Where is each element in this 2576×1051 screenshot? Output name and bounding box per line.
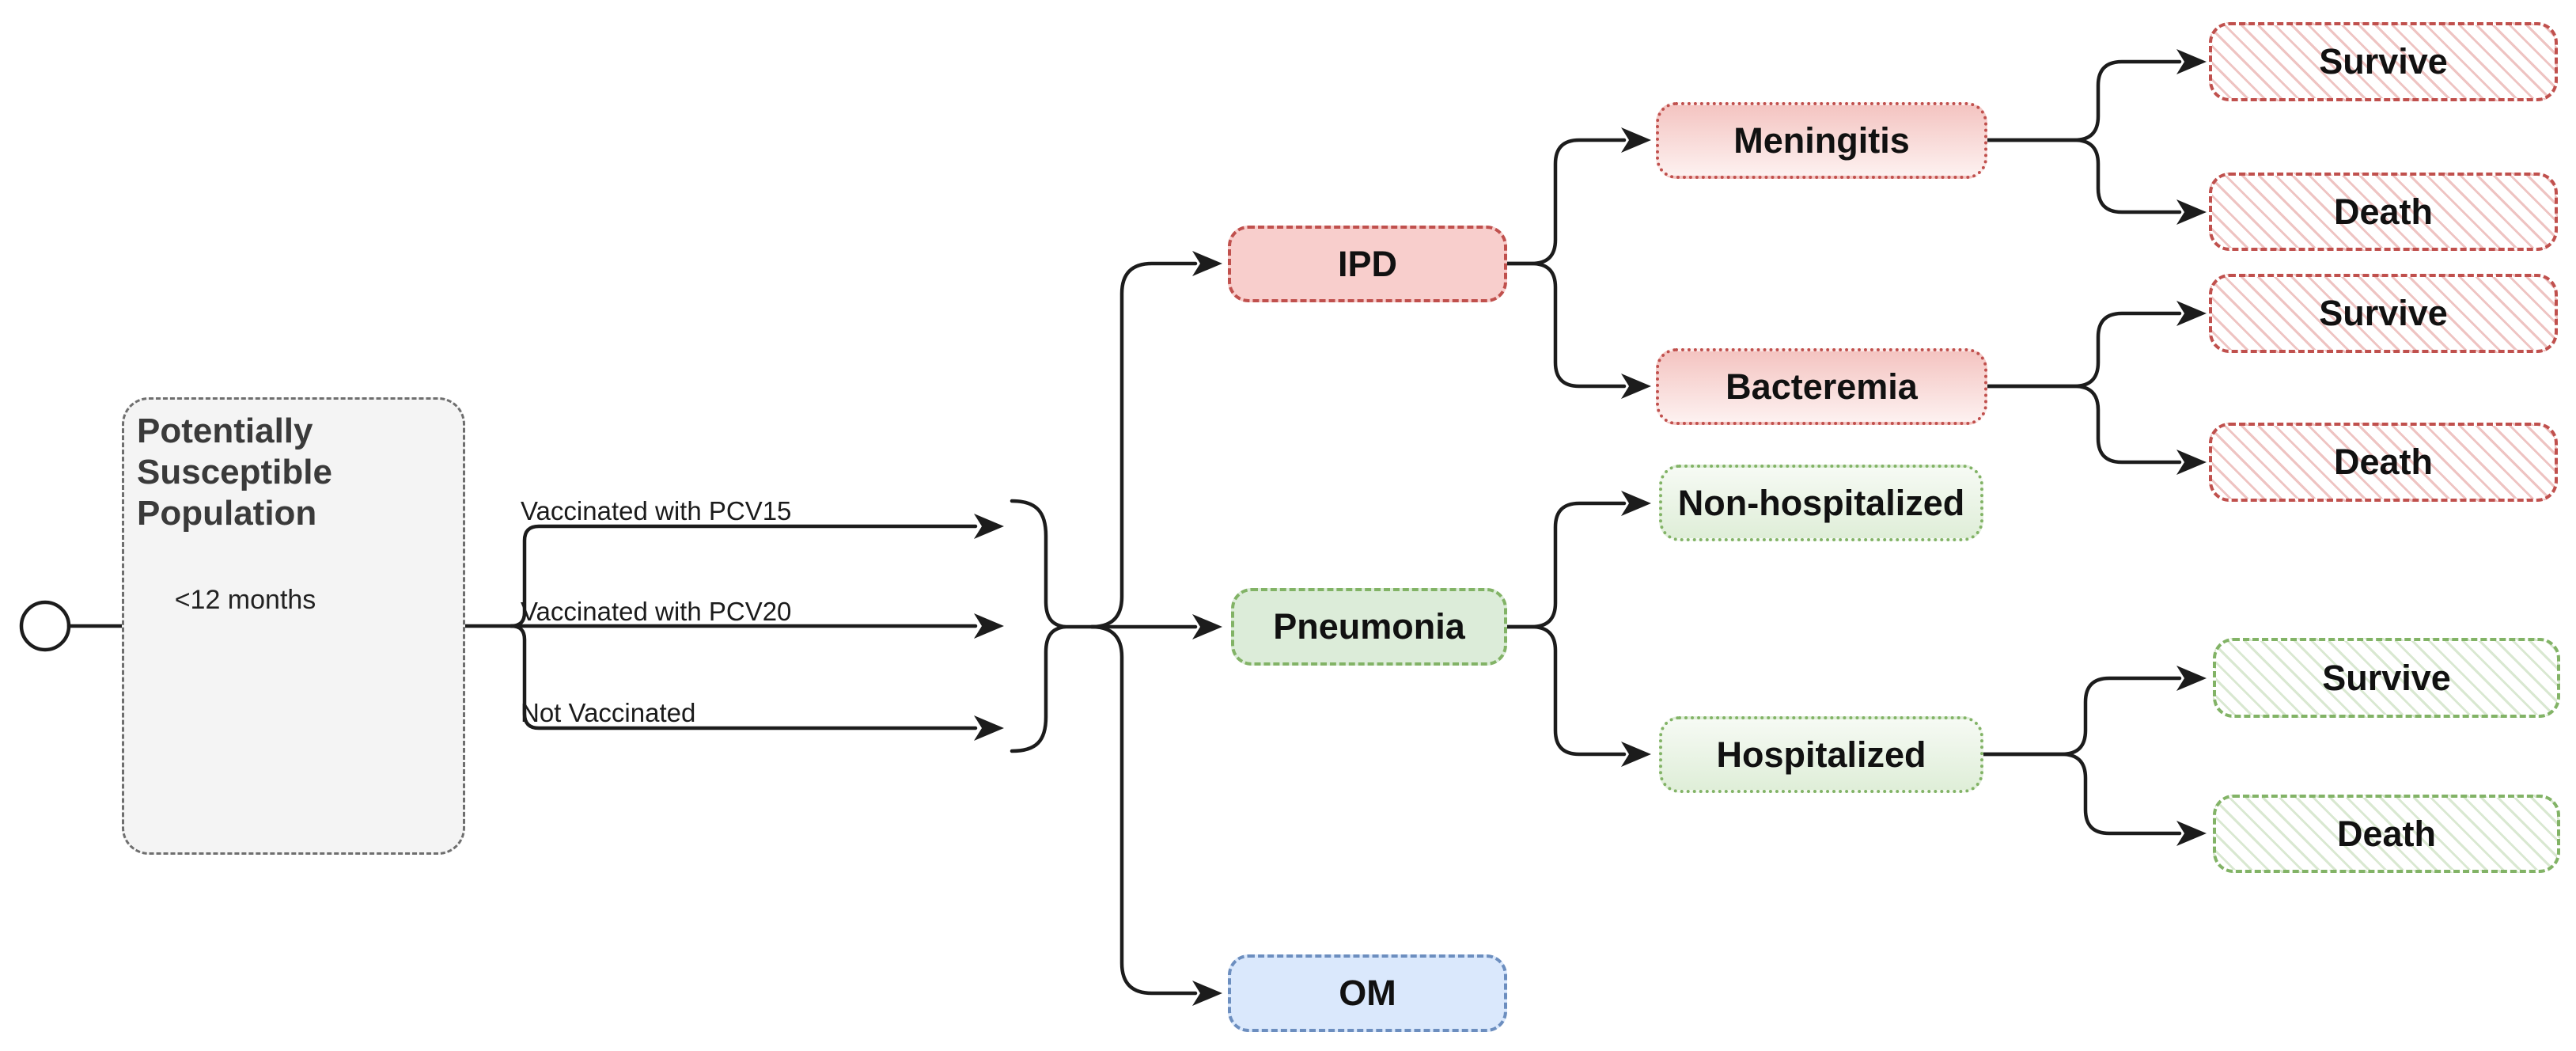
arrowhead-meningitis-survive [2176, 49, 2207, 74]
branch-label-pcv20: Vaccinated with PCV20 [521, 597, 792, 626]
age-cohort-label: <12 months [174, 585, 316, 615]
arrowhead-nonhospitalized [1621, 491, 1651, 516]
node-pneumonia: Pneumonia [1231, 588, 1507, 666]
edge-to-ipd [1089, 261, 1198, 629]
arrowhead-bacteremia-death [2176, 450, 2207, 475]
arrowhead-pneumonia [1192, 614, 1222, 639]
arrowhead-hospitalized-survive [2176, 666, 2207, 691]
brace-join-strategies [1010, 499, 1067, 753]
population-box: Potentially Susceptible Population [122, 397, 465, 855]
arrowhead-hospitalized [1621, 742, 1651, 767]
arrowhead-pcv15 [974, 514, 1004, 539]
edge-to-om [1089, 624, 1198, 996]
node-bacteremia-death: Death [2209, 423, 2558, 502]
edge-hospitalized-to-death [1981, 752, 2182, 836]
branch-label-pcv15: Vaccinated with PCV15 [521, 496, 792, 526]
arrowhead-meningitis-death [2176, 199, 2207, 225]
edge-strategy-notvacc [509, 624, 978, 730]
node-meningitis: Meningitis [1656, 102, 1987, 179]
arrowhead-meningitis [1621, 127, 1651, 153]
arrowhead-bacteremia [1621, 374, 1651, 399]
edge-bacteremia-to-death [1985, 384, 2182, 465]
population-title: Potentially Susceptible Population [137, 412, 332, 533]
edge-hospitalized-to-survive [1981, 676, 2182, 757]
arrowhead-ipd [1192, 251, 1222, 276]
arrowhead-om [1192, 981, 1222, 1006]
node-hospitalized: Hospitalized [1659, 716, 1983, 793]
arrowhead-pcv20 [974, 613, 1004, 639]
edge-meningitis-to-death [1985, 138, 2182, 214]
node-meningitis-survive: Survive [2209, 22, 2558, 101]
arrowhead-bacteremia-survive [2176, 301, 2207, 326]
edge-ipd-to-meningitis [1505, 138, 1627, 266]
edge-meningitis-to-survive [1985, 59, 2182, 142]
edge-strategy-pcv15 [509, 524, 978, 628]
node-non-hospitalized: Non-hospitalized [1659, 465, 1983, 541]
node-bacteremia-survive: Survive [2209, 274, 2558, 353]
edge-pneumonia-to-nonhospitalized [1505, 501, 1627, 629]
arrowhead-hospitalized-death [2176, 821, 2207, 846]
branch-label-notvaccinated: Not Vaccinated [521, 698, 696, 727]
start-node-circle [19, 600, 71, 652]
node-bacteremia: Bacteremia [1656, 348, 1987, 425]
node-om: OM [1228, 954, 1507, 1032]
edge-ipd-to-bacteremia [1505, 261, 1627, 389]
arrowhead-notvacc [974, 715, 1004, 741]
node-meningitis-death: Death [2209, 173, 2558, 251]
edge-pneumonia-to-hospitalized [1505, 624, 1627, 757]
node-hospitalized-death: Death [2213, 795, 2560, 873]
node-ipd: IPD [1228, 226, 1507, 302]
edge-bacteremia-to-survive [1985, 311, 2182, 389]
node-hospitalized-survive: Survive [2213, 638, 2560, 718]
